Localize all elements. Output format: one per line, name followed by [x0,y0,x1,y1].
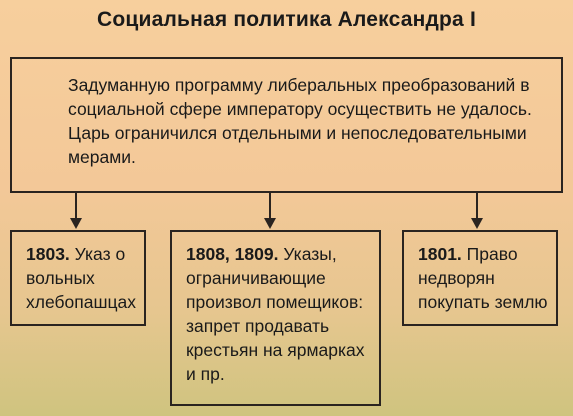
year-label: 1803. [26,244,70,264]
main-statement-box: Задуманную программу либеральных преобра… [10,57,563,193]
box-1803-line-1: 1803. Указ о [26,242,138,266]
box-text: недворян [418,268,495,288]
box-text: покупать землю [418,292,548,312]
box-text: запрет продавать [186,316,330,336]
box-text: Указы, [283,244,337,264]
box-text: и пр. [186,364,225,384]
box-text: хлебопашцах [26,292,137,312]
main-statement-line: Задуманную программу либеральных преобра… [68,75,530,95]
main-statement-line: мерами. [68,147,136,167]
box-1801-land-right: 1801. Право недворян покупать землю [402,230,558,326]
arrow-to-box-1803 [70,193,82,229]
box-text: вольных [26,268,95,288]
box-1808-line-1: 1808, 1809. Указы, [186,242,373,266]
year-label: 1808, 1809. [186,244,279,264]
main-statement-line: социальной сфере императору осуществить … [68,99,532,119]
arrow-to-box-1808 [264,193,276,229]
main-statement-line: Царь ограничился отдельными и непоследов… [68,123,527,143]
box-text: Право [466,244,518,264]
year-label: 1801. [418,244,462,264]
box-text: произвол помещиков: [186,292,364,312]
box-text: Указ о [74,244,126,264]
diagram-title: Социальная политика Александра I [97,8,476,31]
box-text: ограничивающие [186,268,326,288]
box-1801-line-1: 1801. Право [418,242,550,266]
arrow-to-box-1801 [471,193,483,229]
box-text: крестьян на ярмарках [186,340,365,360]
box-1808-1809-decrees: 1808, 1809. Указы, ограничивающие произв… [170,230,381,406]
box-1803-decree: 1803. Указ о вольных хлебопашцах [10,230,146,326]
